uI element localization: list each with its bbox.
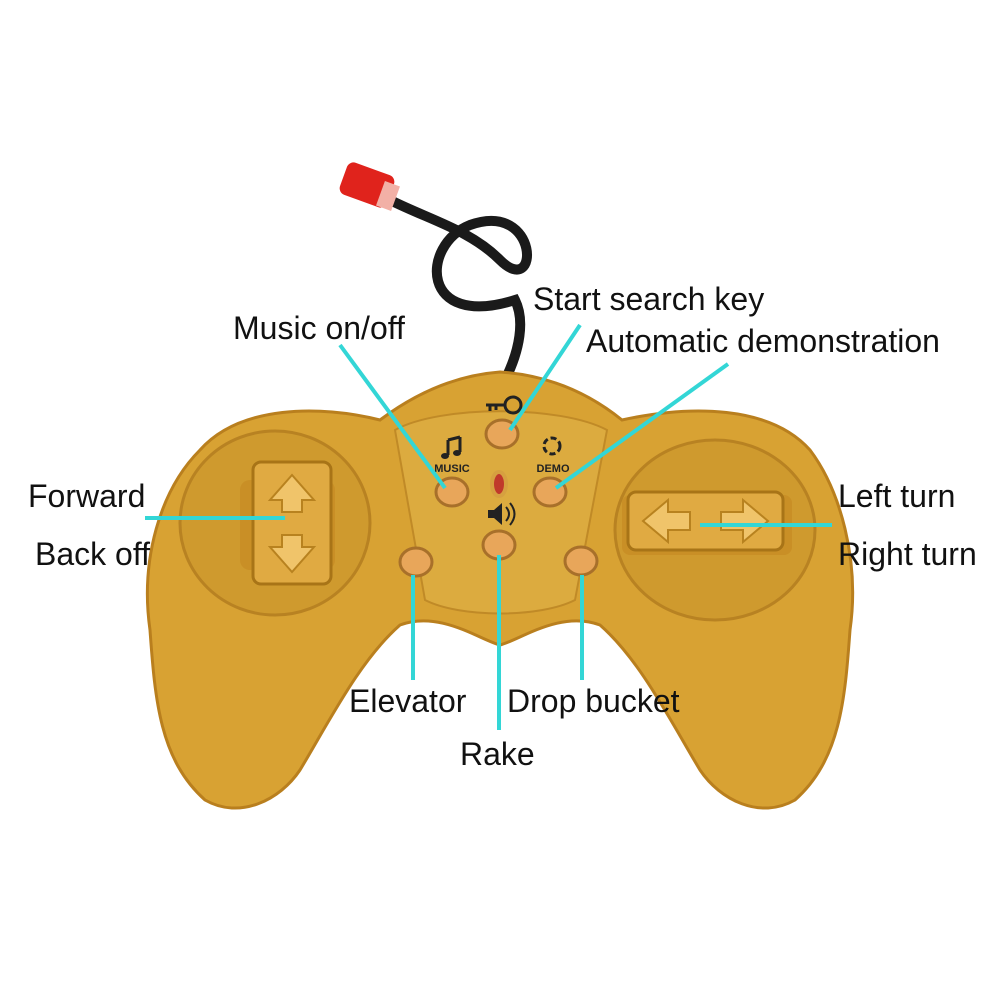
label-back-off: Back off (35, 536, 151, 572)
music-text: MUSIC (434, 463, 470, 475)
indicator-led (490, 470, 508, 498)
speaker-icon (488, 502, 516, 526)
label-right-turn: Right turn (838, 536, 977, 572)
back-arrow-icon (267, 534, 317, 574)
label-rake: Rake (460, 736, 535, 772)
music-note-icon (441, 435, 462, 459)
label-left-turn: Left turn (838, 478, 956, 514)
right-arrow-icon (720, 497, 770, 545)
rake-button[interactable] (481, 529, 517, 561)
left-arrow-icon (641, 497, 691, 545)
antenna-wire (385, 195, 533, 385)
label-elevator: Elevator (349, 683, 467, 719)
key-icon (486, 395, 523, 415)
elevator-button[interactable] (398, 546, 434, 578)
forward-arrow-icon (267, 473, 317, 513)
pointer-demo (554, 362, 730, 490)
pointer-music (338, 343, 447, 490)
pointer-lines (145, 323, 832, 730)
antenna (339, 162, 533, 385)
label-automatic-demonstration: Automatic demonstration (586, 323, 940, 359)
controller-buttons (398, 418, 599, 578)
demo-text: DEMO (537, 463, 570, 475)
demo-circle-icon (542, 436, 562, 456)
center-icons: MUSIC DEMO (434, 395, 570, 526)
drop-bucket-button[interactable] (563, 545, 599, 577)
label-forward: Forward (28, 478, 146, 514)
forward-back-rocker[interactable] (240, 460, 335, 586)
label-start-search-key: Start search key (533, 281, 765, 317)
label-drop-bucket: Drop bucket (507, 683, 680, 719)
pointer-start-search (508, 323, 582, 432)
label-music-on-off: Music on/off (233, 310, 405, 346)
